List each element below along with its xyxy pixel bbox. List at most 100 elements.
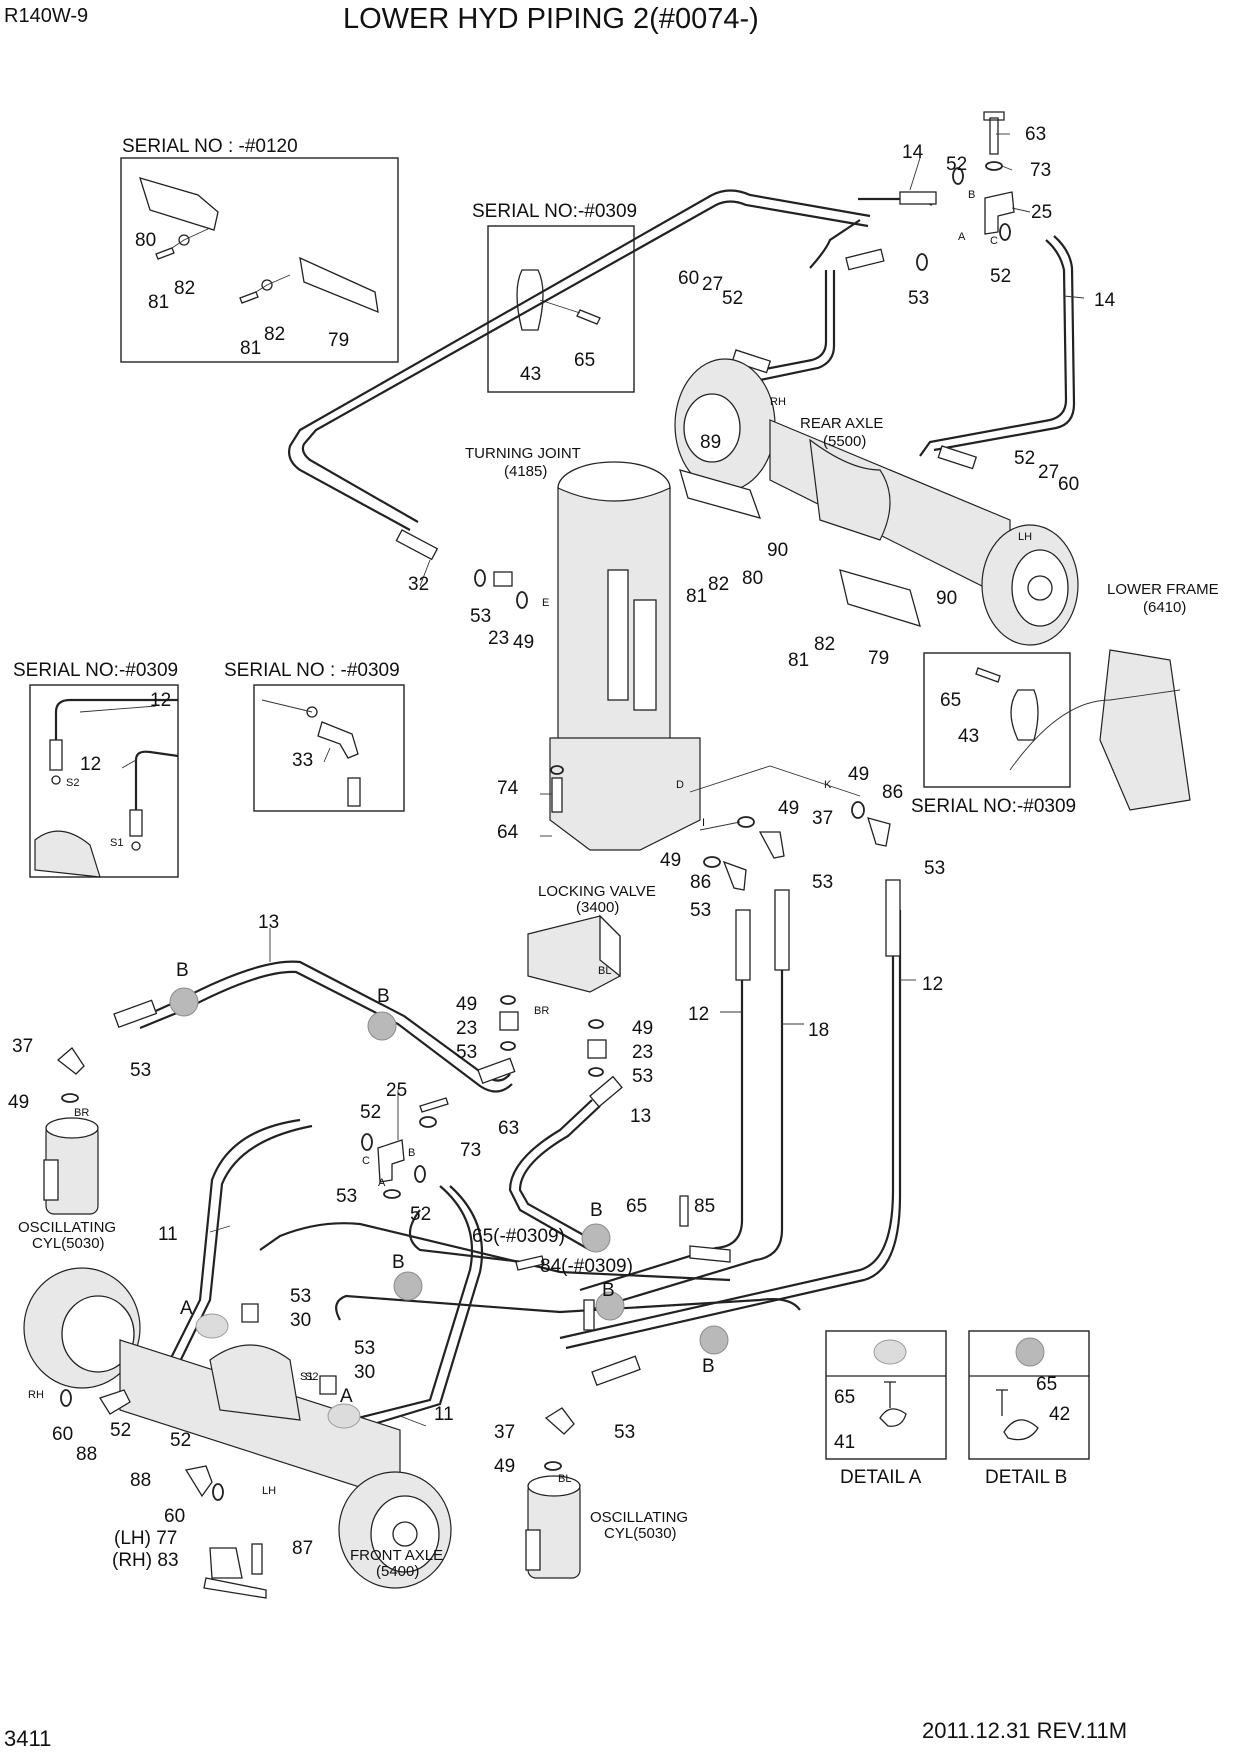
bracket-80	[139, 177, 219, 231]
page-number: 3411	[4, 1726, 51, 1751]
callout-12d: 12	[922, 974, 943, 995]
callout-27b: 27	[1038, 462, 1059, 483]
callout-89: 89	[700, 432, 721, 453]
callout-81a: 81	[148, 292, 169, 313]
clamp-42	[1003, 1419, 1039, 1441]
svg-text:C: C	[990, 235, 998, 247]
callout-53f: 53	[130, 1060, 151, 1081]
callout-13a: 13	[258, 912, 279, 933]
callout-63b: 63	[498, 1118, 519, 1139]
lower-frame-label: LOWER FRAME	[1107, 581, 1219, 598]
detail-b-marker	[1015, 1337, 1045, 1367]
detail-markers: B B B B B B A A	[169, 960, 729, 1429]
callout-53e: 53	[924, 858, 945, 879]
callout-88a: 88	[76, 1444, 97, 1465]
hose-end-53l	[591, 1355, 641, 1386]
callout-60d: 60	[164, 1506, 185, 1527]
turning-joint-fittings	[474, 569, 891, 891]
callouts: 14 52 63 73 25 53 52 14 80 81 82 81 82 7…	[8, 124, 1116, 1571]
marker-a-1	[195, 1313, 229, 1339]
callout-53l: 53	[614, 1422, 635, 1443]
osc-cyl-right: BL OSCILLATING CYL(5030)	[525, 1407, 688, 1579]
callout-53d: 53	[812, 872, 833, 893]
callout-86b: 86	[690, 872, 711, 893]
callout-53i: 53	[336, 1186, 357, 1207]
bolt-65-old	[515, 1255, 545, 1271]
serial-note-top-mid: SERIAL NO:-#0309	[472, 201, 637, 222]
osc-cyl-left-number: CYL(5030)	[32, 1235, 105, 1252]
callout-52c: 52	[722, 288, 743, 309]
hose-end-14c	[937, 445, 978, 470]
serial-note-top-left: SERIAL NO : -#0120	[122, 136, 298, 157]
detail-b-title: DETAIL B	[985, 1467, 1067, 1488]
elbow-37a	[758, 831, 785, 859]
page-title: LOWER HYD PIPING 2(#0074-)	[343, 3, 759, 35]
callout-43a: 43	[520, 364, 541, 385]
svg-text:B: B	[408, 1147, 415, 1159]
callout-14a: 14	[902, 142, 924, 163]
svg-text:B: B	[590, 1200, 603, 1221]
callout-23a: 23	[488, 628, 509, 649]
hose-end-14b	[845, 248, 885, 271]
callout-81b: 81	[240, 338, 261, 359]
svg-text:B: B	[377, 986, 390, 1007]
bolt-65b	[975, 667, 1001, 683]
elbow-37b	[56, 1047, 85, 1075]
bolt-63-top	[983, 111, 1005, 155]
callout-30b: 30	[354, 1362, 375, 1383]
callout-49b: 49	[848, 764, 869, 785]
elbow-88a	[99, 1389, 131, 1415]
callout-52g: 52	[110, 1420, 131, 1441]
callout-53h: 53	[632, 1066, 653, 1087]
callout-84: 84(-#0309)	[540, 1256, 633, 1277]
osc-cyl-left-label: OSCILLATING	[18, 1219, 116, 1236]
svg-text:E: E	[542, 597, 549, 609]
callout-11b: 11	[434, 1404, 454, 1425]
callout-52f: 52	[410, 1204, 431, 1225]
elbow-86a	[722, 860, 747, 891]
callout-37a: 37	[812, 808, 833, 829]
callout-82c: 82	[708, 574, 729, 595]
connector-23b	[499, 1011, 519, 1031]
svg-text:S1: S1	[300, 1371, 313, 1383]
callout-12b: 12	[80, 754, 101, 775]
marker-b-3	[581, 1223, 611, 1253]
bracket-79	[299, 256, 379, 314]
callout-52e: 52	[360, 1102, 381, 1123]
washer-73-lower	[419, 1116, 437, 1128]
oring-52-top	[952, 167, 964, 185]
clamp-84	[583, 1299, 595, 1331]
callout-53k: 53	[354, 1338, 375, 1359]
front-axle-number: (5400)	[376, 1563, 419, 1580]
hose-end-12d	[885, 879, 901, 957]
detail-a-part-41: 41	[834, 1432, 855, 1453]
callout-90a: 90	[767, 540, 788, 561]
callout-52d: 52	[1014, 448, 1035, 469]
hose-end-12a	[49, 739, 63, 771]
callout-49d: 49	[660, 850, 681, 871]
callout-53g: 53	[456, 1042, 477, 1063]
callout-43b: 43	[958, 726, 979, 747]
callout-79b: 79	[868, 648, 889, 669]
locking-valve-number: (3400)	[576, 899, 619, 916]
callout-74: 74	[497, 778, 519, 799]
svg-text:D: D	[676, 779, 684, 791]
callout-49c: 49	[778, 798, 799, 819]
lower-piping	[113, 879, 902, 1432]
connector-23a	[493, 571, 513, 587]
svg-text:A: A	[378, 1177, 386, 1189]
pump-fragment	[34, 830, 101, 878]
bracket-79-rear	[839, 569, 921, 627]
osc-cyl-right-number: CYL(5030)	[604, 1525, 677, 1542]
washer-73-top	[985, 161, 1003, 171]
callout-80a: 80	[135, 230, 156, 251]
callout-14b: 14	[1094, 290, 1116, 311]
svg-text:A: A	[180, 1298, 193, 1319]
turning-joint-base	[549, 737, 701, 851]
inset-serial-0309-left-b: SERIAL NO : -#0309	[224, 660, 405, 812]
lower-frame-body	[1099, 649, 1191, 811]
callout-60a: 60	[678, 268, 699, 289]
callout-85: 85	[694, 1196, 715, 1217]
bolt-65-clamp	[679, 1195, 689, 1227]
model-label: R140W-9	[4, 5, 88, 27]
